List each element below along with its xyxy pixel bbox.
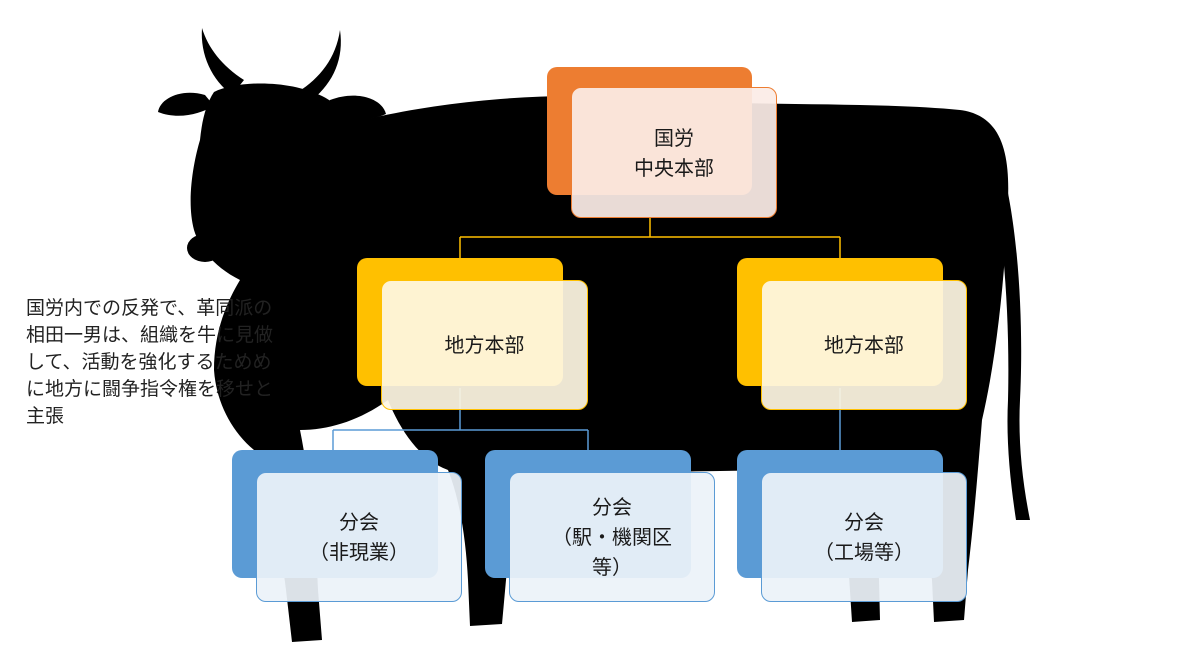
side-note: 国労内での反発で、革同派の相田一男は、組織を牛に見做して、活動を強化するためめに… — [26, 297, 274, 427]
node-branch-1: 分会 （非現業） — [232, 450, 462, 602]
node-regional-1: 地方本部 — [357, 258, 588, 410]
node-regional-2-label: 地方本部 — [824, 333, 904, 357]
node-branch-2: 分会 （駅・機関区 等） — [485, 450, 715, 602]
node-branch-1-label: 分会 （非現業） — [309, 510, 409, 564]
node-root: 国労 中央本部 — [547, 67, 777, 219]
node-branch-2-label: 分会 （駅・機関区 等） — [552, 495, 672, 579]
node-regional-1-label: 地方本部 — [444, 333, 525, 357]
connector-root-to-regional — [459, 218, 841, 260]
node-branch-3-label: 分会 （工場等） — [814, 510, 914, 564]
node-root-label: 国労 中央本部 — [634, 125, 714, 180]
node-branch-3: 分会 （工場等） — [737, 450, 967, 602]
node-regional-2: 地方本部 — [737, 258, 967, 410]
